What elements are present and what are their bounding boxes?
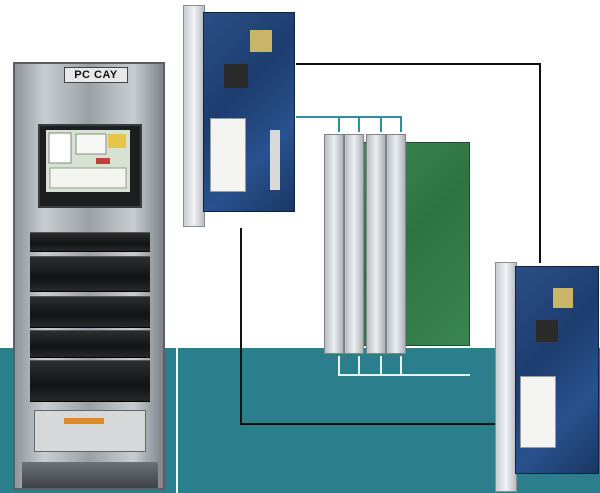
rack-unit-1 (30, 232, 150, 252)
bus-tap-2 (358, 116, 360, 132)
wire-right (539, 63, 541, 263)
cabinet-label: PC CAY (64, 67, 128, 83)
bus-wire-bottom (338, 374, 470, 376)
io-module-faceplate-3 (366, 134, 386, 354)
cpu-card-top-faceplate (183, 5, 205, 227)
bus-tap-3 (380, 116, 382, 132)
cabinet-base (22, 462, 158, 488)
wire-top (296, 63, 540, 65)
power-distribution-unit (34, 410, 146, 452)
psu-warning-stripe (64, 418, 104, 424)
rack-unit-3 (30, 296, 150, 328)
bus-bottom-tap-1 (338, 356, 340, 374)
cpu-card-bottom-faceplate (495, 262, 517, 492)
cpu-card-top-chip (250, 30, 272, 52)
cpu-card-top-label (210, 118, 246, 192)
wire-bottom (240, 423, 498, 425)
rack-unit-4 (30, 330, 150, 358)
monitor-screen (46, 130, 130, 192)
io-module-faceplate-4 (386, 134, 406, 354)
rack-unit-5 (30, 360, 150, 402)
screen-content (46, 130, 130, 192)
cpu-card-bottom-label (520, 376, 556, 448)
bus-tap-4 (400, 116, 402, 132)
cpu-card-bottom-processor (536, 320, 558, 342)
io-module-faceplate-2 (344, 134, 364, 354)
cpu-card-top-processor (224, 64, 248, 88)
bus-wire-top (296, 116, 402, 118)
wire-left (240, 228, 242, 424)
io-module-faceplate-1 (324, 134, 344, 354)
rack-unit-2 (30, 256, 150, 292)
bus-bottom-tap-2 (358, 356, 360, 374)
cpu-card-top-connector (270, 130, 280, 190)
bus-bottom-tap-3 (380, 356, 382, 374)
bus-bottom-tap-4 (400, 356, 402, 374)
cpu-card-bottom-chip (553, 288, 573, 308)
bus-tap-1 (338, 116, 340, 132)
